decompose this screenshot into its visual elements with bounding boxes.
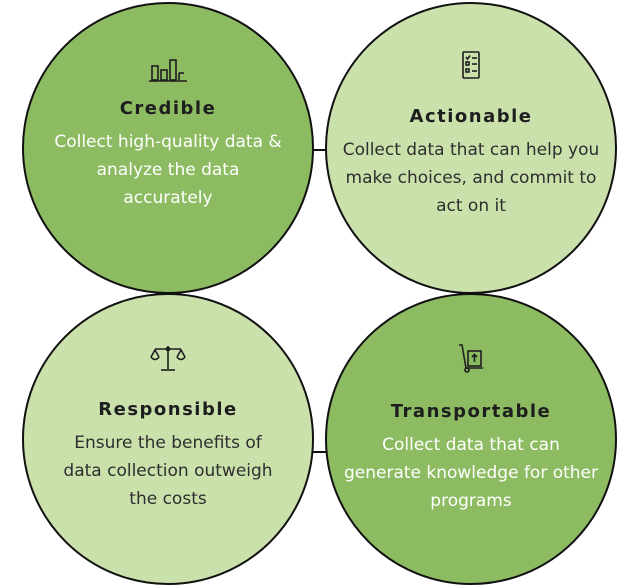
- responsible-text: Ensure the benefits of data collection o…: [63, 433, 273, 509]
- checklist-icon: [462, 51, 480, 79]
- bar-chart-icon: [149, 59, 187, 82]
- responsible-circle: Responsible Ensure the benefits of data …: [22, 293, 314, 585]
- actionable-circle: Actionable Collect data that can help yo…: [325, 2, 617, 294]
- actionable-title: Actionable: [409, 106, 533, 127]
- hand-truck-icon: [459, 344, 483, 373]
- credible-circle: Credible Collect high-quality data & ana…: [22, 2, 314, 294]
- scales-icon: [150, 346, 186, 371]
- responsible-title: Responsible: [98, 399, 238, 420]
- credible-text: Collect high-quality data & analyze the …: [54, 132, 282, 208]
- transportable-circle: Transportable Collect data that can gene…: [325, 293, 617, 585]
- actionable-text: Collect data that can help you make choi…: [342, 140, 600, 216]
- credible-title: Credible: [119, 98, 217, 119]
- transportable-title: Transportable: [390, 401, 552, 422]
- transportable-text: Collect data that can generate knowledge…: [343, 435, 599, 511]
